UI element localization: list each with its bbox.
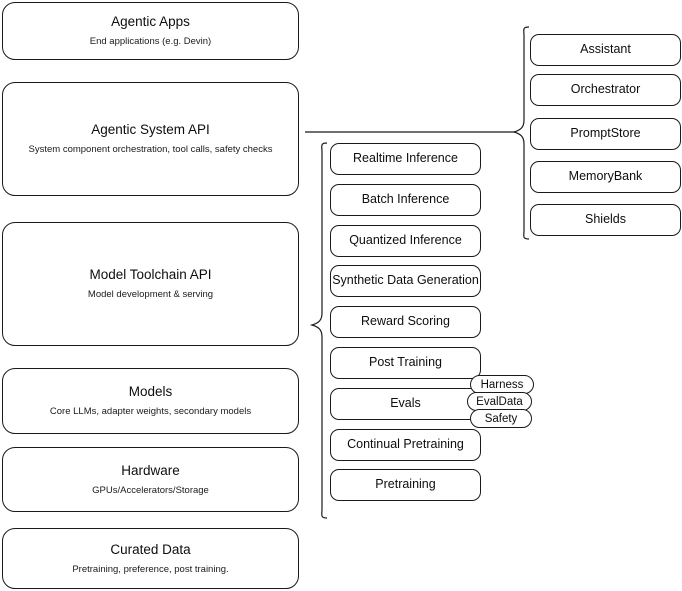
component-label: Reward Scoring [361, 314, 450, 329]
component-label: Evals [390, 396, 421, 411]
layer-subtitle: Model development & serving [87, 289, 214, 300]
left-group-brace [309, 142, 328, 519]
component-label: Quantized Inference [349, 233, 462, 248]
right-group-brace [511, 26, 530, 240]
system-component-promptstore[interactable]: PromptStore [530, 118, 681, 150]
layer-title: Agentic System API [91, 122, 210, 138]
pill-label: Safety [484, 412, 518, 425]
layer-subtitle: Pretraining, preference, post training. [72, 563, 229, 575]
system-component-shields[interactable]: Shields [530, 204, 681, 236]
system-component-assistant[interactable]: Assistant [530, 34, 681, 66]
pill-label: EvalData [476, 395, 523, 408]
toolchain-component-post-training[interactable]: Post Training [330, 347, 481, 379]
stack-layer-agentic-system-api[interactable]: Agentic System API System component orch… [2, 82, 299, 196]
toolchain-component-continual-pretraining[interactable]: Continual Pretraining [330, 429, 481, 461]
layer-title: Hardware [121, 462, 180, 478]
stack-layer-models[interactable]: Models Core LLMs, adapter weights, secon… [2, 368, 299, 434]
component-label: PromptStore [570, 126, 641, 141]
toolchain-component-batch-inference[interactable]: Batch Inference [330, 184, 481, 216]
stack-layer-agentic-apps[interactable]: Agentic Apps End applications (e.g. Devi… [2, 2, 299, 60]
component-label: Synthetic Data Generation [332, 273, 479, 288]
layer-title: Model Toolchain API [89, 267, 212, 283]
toolchain-component-pretraining[interactable]: Pretraining [330, 469, 481, 501]
system-component-orchestrator[interactable]: Orchestrator [530, 74, 681, 106]
toolchain-component-quantized-inference[interactable]: Quantized Inference [330, 225, 481, 257]
component-label: Pretraining [375, 477, 436, 492]
stack-layer-hardware[interactable]: Hardware GPUs/Accelerators/Storage [2, 447, 299, 512]
layer-title: Agentic Apps [111, 14, 190, 30]
component-label: Assistant [580, 42, 631, 57]
layer-subtitle: Core LLMs, adapter weights, secondary mo… [49, 406, 252, 417]
component-label: Batch Inference [361, 192, 450, 207]
component-label: MemoryBank [568, 169, 643, 184]
pill-label: Harness [480, 378, 524, 391]
layer-title: Models [128, 384, 173, 400]
stack-layer-model-toolchain-api[interactable]: Model Toolchain API Model development & … [2, 222, 299, 346]
component-label: Continual Pretraining [347, 437, 464, 452]
component-label: Shields [585, 212, 626, 227]
layer-title: Curated Data [110, 541, 191, 557]
component-label: Orchestrator [570, 82, 641, 97]
toolchain-component-evals[interactable]: Evals [330, 388, 481, 420]
component-label: Realtime Inference [353, 151, 458, 166]
toolchain-component-synthetic-data-generation[interactable]: Synthetic Data Generation [330, 265, 481, 297]
component-label: Post Training [369, 355, 442, 370]
eval-pill-safety[interactable]: Safety [470, 409, 532, 428]
layer-subtitle: End applications (e.g. Devin) [89, 36, 212, 47]
stack-layer-curated-data[interactable]: Curated Data Pretraining, preference, po… [2, 528, 299, 589]
toolchain-component-reward-scoring[interactable]: Reward Scoring [330, 306, 481, 338]
layer-subtitle: GPUs/Accelerators/Storage [92, 484, 209, 496]
layer-subtitle: System component orchestration, tool cal… [28, 144, 273, 155]
system-component-memorybank[interactable]: MemoryBank [530, 161, 681, 193]
toolchain-component-realtime-inference[interactable]: Realtime Inference [330, 143, 481, 175]
